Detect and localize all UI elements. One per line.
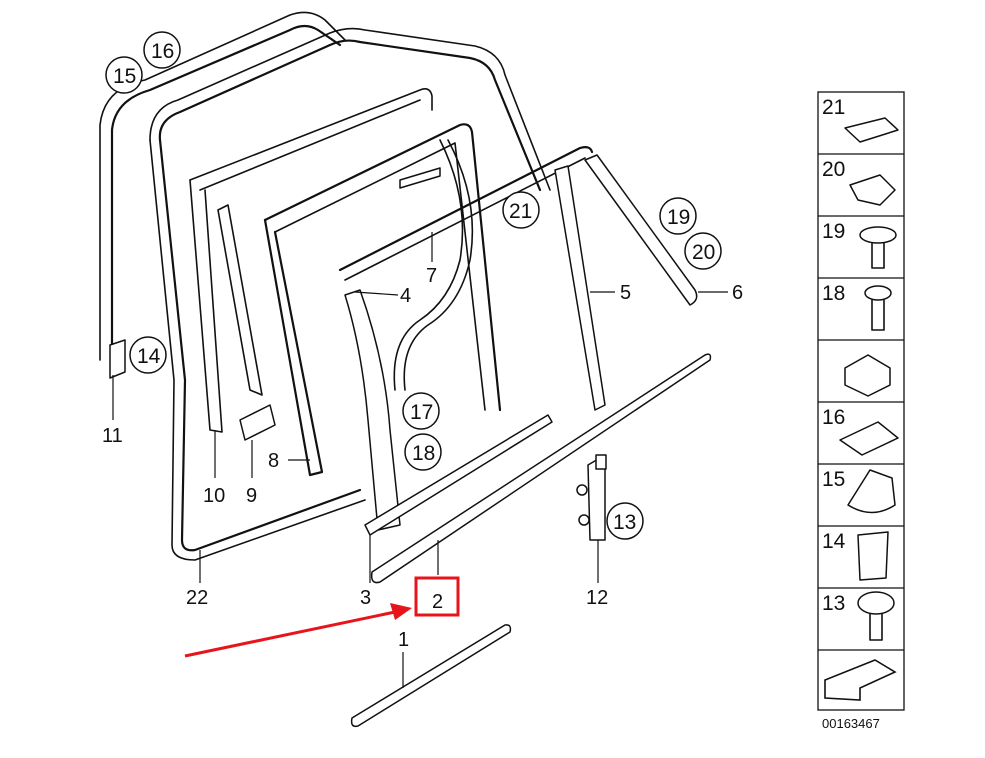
callout-5: 5 bbox=[620, 282, 631, 304]
part-5-pillar-trim bbox=[554, 165, 606, 411]
legend-label-18: 18 bbox=[822, 282, 845, 305]
legend-label-13: 13 bbox=[822, 592, 845, 615]
legend-label-20: 20 bbox=[822, 158, 845, 181]
legend-label-15: 15 bbox=[822, 468, 845, 491]
part-12-regulator bbox=[576, 454, 607, 541]
callout-7: 7 bbox=[426, 265, 437, 287]
part-3-lower-strip bbox=[364, 414, 553, 536]
part-10-frame-strip bbox=[189, 88, 433, 433]
part-6-corner-trim bbox=[584, 154, 698, 306]
callout-6: 6 bbox=[732, 282, 743, 304]
part-9-channel-guide bbox=[217, 204, 276, 441]
leader-lines bbox=[112, 232, 728, 688]
legend-label-19: 19 bbox=[822, 220, 845, 243]
clip-20-icon bbox=[849, 174, 896, 206]
callout-8: 8 bbox=[268, 450, 279, 472]
screw-18-head-icon bbox=[864, 285, 892, 301]
screw-19-shank-icon bbox=[871, 242, 885, 269]
screw-13-shank-icon bbox=[869, 613, 883, 641]
ref-13: 13 bbox=[613, 511, 636, 534]
small-parts-legend: 21 20 19 18 16 15 14 13 bbox=[817, 91, 905, 711]
clip-21-icon bbox=[844, 117, 899, 143]
callout-numbers: 11 10 9 8 22 3 2 1 12 4 5 6 7 bbox=[102, 265, 743, 651]
ref-18: 18 bbox=[412, 442, 435, 465]
circled-references: 16 15 14 21 19 20 17 18 13 bbox=[105, 31, 722, 540]
clip-15-icon bbox=[847, 469, 896, 514]
ref-21: 21 bbox=[509, 200, 532, 223]
ref-19: 19 bbox=[667, 206, 690, 229]
ref-15: 15 bbox=[113, 65, 136, 88]
red-arrow bbox=[184, 603, 412, 658]
part-1-moulding bbox=[350, 624, 512, 728]
callout-10: 10 bbox=[203, 485, 225, 507]
part-4-b-pillar bbox=[344, 289, 401, 531]
clip-16-icon bbox=[839, 421, 899, 456]
screw-19-head-icon bbox=[859, 226, 897, 244]
ref-20: 20 bbox=[692, 241, 715, 264]
callout-12: 12 bbox=[586, 587, 608, 609]
part-22-door-seal bbox=[149, 27, 551, 561]
callout-9: 9 bbox=[246, 485, 257, 507]
door-glass-outline bbox=[393, 139, 474, 391]
nut-17-icon bbox=[844, 354, 891, 397]
legend-label-21: 21 bbox=[822, 96, 845, 119]
clip-14-icon bbox=[857, 531, 889, 581]
catalog-number: 00163467 bbox=[822, 716, 880, 731]
callout-4: 4 bbox=[400, 285, 411, 307]
callout-22: 22 bbox=[186, 587, 208, 609]
callout-2: 2 bbox=[432, 591, 443, 613]
part-16-outer-seal bbox=[99, 11, 346, 362]
legend-label-14: 14 bbox=[822, 530, 846, 553]
direction-arrow-icon bbox=[824, 659, 897, 701]
part-11-clip bbox=[109, 339, 126, 379]
screw-18-shank-icon bbox=[871, 299, 885, 331]
ref-14: 14 bbox=[137, 345, 161, 368]
highlight-box-part-2 bbox=[414, 576, 460, 617]
part-7-top-trim bbox=[338, 146, 594, 281]
legend-label-16: 16 bbox=[822, 406, 845, 429]
callout-1: 1 bbox=[398, 629, 409, 651]
ref-16: 16 bbox=[151, 40, 174, 63]
callout-3: 3 bbox=[360, 587, 371, 609]
part-2-sill-seal bbox=[370, 353, 712, 584]
ref-17: 17 bbox=[410, 401, 433, 424]
screw-13-head-icon bbox=[857, 591, 895, 615]
part-8-window-frame bbox=[263, 123, 502, 477]
callout-11: 11 bbox=[102, 425, 123, 447]
